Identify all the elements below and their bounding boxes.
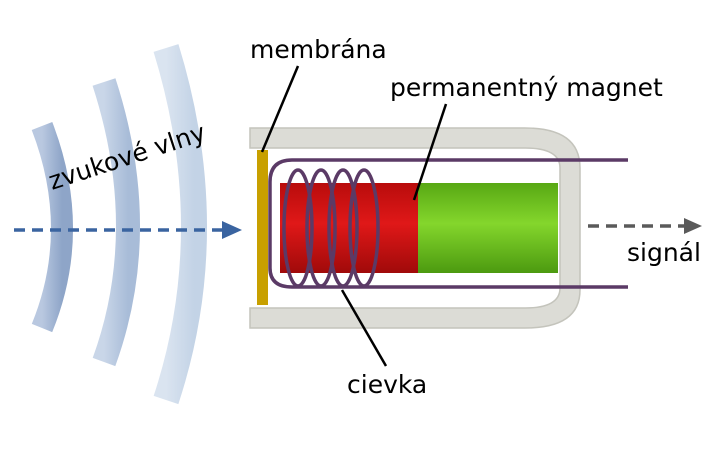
output-arrow: [588, 218, 702, 234]
signal-label: signál: [627, 238, 701, 267]
membrane-label: membrána: [250, 35, 387, 64]
sound-waves: [31, 44, 207, 405]
input-arrow: [14, 221, 242, 239]
permanent-magnet: [280, 183, 558, 273]
coil: [282, 168, 380, 288]
magnet-green-part: [418, 183, 558, 273]
magnet-leader: [412, 103, 448, 201]
membrane: [257, 150, 268, 305]
output-arrow-head: [684, 218, 702, 234]
sound-wave-1: [31, 122, 73, 333]
membrane-leader: [260, 65, 300, 153]
coil-loop: [305, 168, 337, 288]
sound-wave-2: [92, 78, 140, 367]
sound-wave-3: [153, 44, 207, 405]
coil-leader: [340, 289, 388, 367]
coil-lead-top: [268, 158, 628, 289]
coil-label: cievka: [347, 370, 427, 399]
coil-loop: [327, 168, 359, 288]
coil-loop: [282, 168, 314, 288]
coil-loop: [348, 168, 380, 288]
input-arrow-head: [222, 221, 242, 239]
permanent-magnet-label: permanentný magnet: [390, 73, 663, 102]
housing: [249, 127, 581, 329]
